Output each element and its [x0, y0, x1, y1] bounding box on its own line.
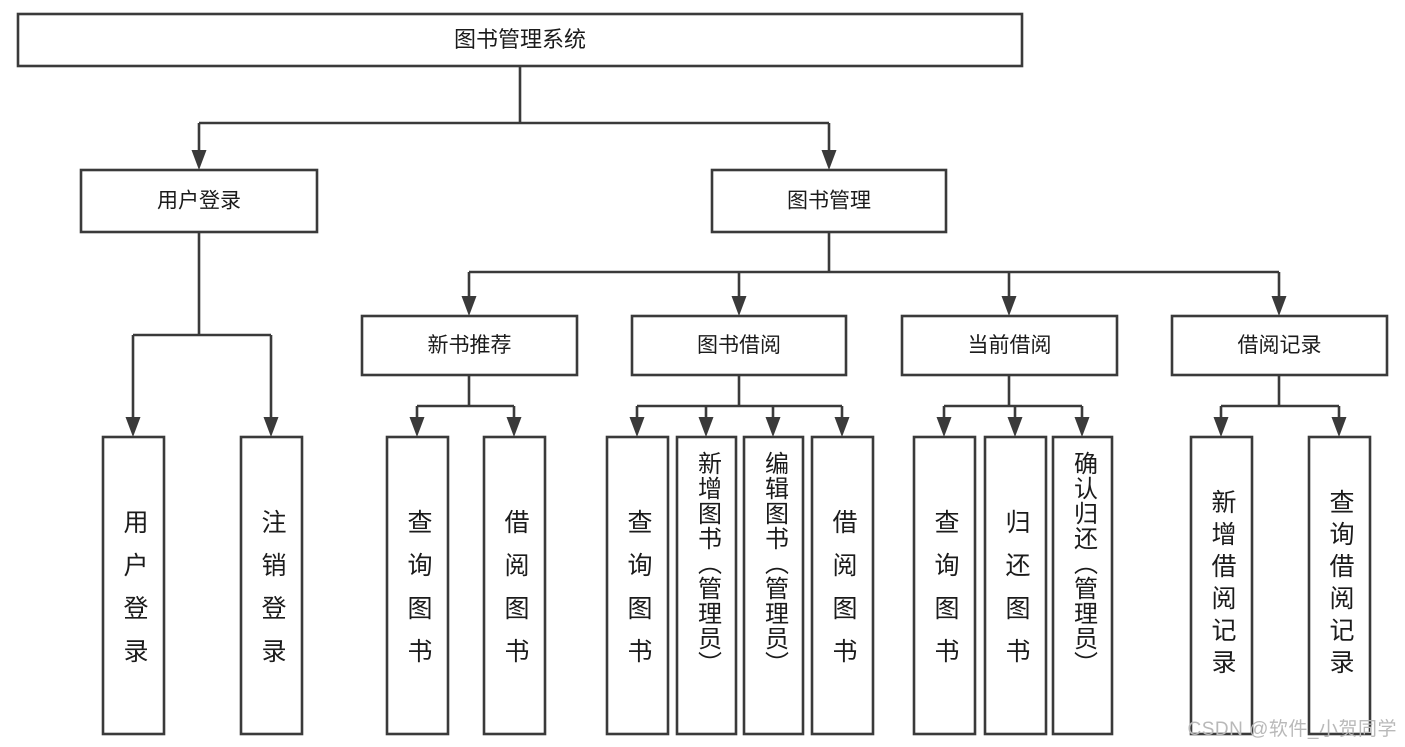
node-box[interactable] — [742, 435, 805, 736]
watermark-text: CSDN @软件_小贺同学 — [1187, 719, 1397, 740]
arrow-head-icon — [765, 417, 781, 437]
node-box[interactable] — [385, 435, 450, 736]
node-box[interactable] — [810, 435, 875, 736]
node-leaf-leaf-edit-book[interactable] — [742, 435, 805, 736]
connector-new-book-rec-to-leaves — [409, 375, 522, 437]
arrow-head-icon — [936, 417, 952, 437]
arrow-head-icon — [1271, 296, 1287, 316]
node-leaf-leaf-query-book-1[interactable] — [385, 435, 450, 736]
connector-user-login-to-leaves — [125, 232, 279, 437]
node-label: 当前借阅 — [968, 334, 1052, 357]
node-box[interactable] — [239, 435, 304, 736]
arrow-head-icon — [1331, 417, 1347, 437]
node-box[interactable] — [360, 314, 579, 377]
node-label: 新书推荐 — [428, 334, 512, 357]
connector-book-manage-to-level3 — [461, 232, 1287, 316]
node-leaf-leaf-return-book[interactable] — [983, 435, 1048, 736]
node-box[interactable] — [912, 435, 977, 736]
arrow-head-icon — [1001, 296, 1017, 316]
node-box[interactable] — [1051, 435, 1114, 736]
node-leaf-leaf-confirm-return[interactable] — [1051, 435, 1114, 736]
node-leaf-leaf-borrow-book-2[interactable] — [810, 435, 875, 736]
node-level3-borrow-record[interactable]: 借阅记录 — [1170, 314, 1389, 377]
node-box[interactable] — [1307, 435, 1372, 736]
node-leaf-leaf-query-book-2[interactable] — [605, 435, 670, 736]
node-level2-user-login[interactable]: 用户登录 — [79, 168, 319, 234]
node-box[interactable] — [710, 168, 948, 234]
node-box[interactable] — [79, 168, 319, 234]
node-level3-current-borrow[interactable]: 当前借阅 — [900, 314, 1119, 377]
arrow-head-icon — [731, 296, 747, 316]
arrow-head-icon — [506, 417, 522, 437]
arrow-head-icon — [698, 417, 714, 437]
node-leaf-leaf-add-book[interactable] — [675, 435, 738, 736]
arrow-head-icon — [125, 417, 141, 437]
connector-root-to-level2 — [191, 66, 837, 170]
node-label: 借阅记录 — [1238, 334, 1322, 357]
node-leaf-leaf-logout[interactable] — [239, 435, 304, 736]
node-label: 用户登录 — [157, 190, 241, 213]
connector-borrow-record-to-leaves — [1213, 375, 1347, 437]
node-leaf-leaf-query-record[interactable] — [1307, 435, 1372, 736]
node-leaf-leaf-query-book-3[interactable] — [912, 435, 977, 736]
node-level3-new-book-rec[interactable]: 新书推荐 — [360, 314, 579, 377]
node-label: 图书管理 — [787, 190, 871, 213]
node-box[interactable] — [482, 435, 547, 736]
node-root-root[interactable]: 图书管理系统 — [16, 12, 1024, 68]
node-box[interactable] — [605, 435, 670, 736]
node-box[interactable] — [16, 12, 1024, 68]
arrow-head-icon — [191, 150, 207, 170]
node-leaf-leaf-add-record[interactable] — [1189, 435, 1254, 736]
node-box[interactable] — [983, 435, 1048, 736]
arrow-head-icon — [1074, 417, 1090, 437]
node-label: 图书管理系统 — [454, 27, 586, 52]
node-level3-book-borrow[interactable]: 图书借阅 — [630, 314, 848, 377]
node-box[interactable] — [1170, 314, 1389, 377]
connector-book-borrow-to-leaves — [629, 375, 850, 437]
connector-layer — [125, 66, 1347, 437]
node-box[interactable] — [900, 314, 1119, 377]
arrow-head-icon — [409, 417, 425, 437]
node-box[interactable] — [675, 435, 738, 736]
node-box[interactable] — [630, 314, 848, 377]
node-leaf-leaf-user-login[interactable] — [101, 435, 166, 736]
connector-current-borrow-to-leaves — [936, 375, 1090, 437]
arrow-head-icon — [629, 417, 645, 437]
node-box[interactable] — [101, 435, 166, 736]
arrow-head-icon — [821, 150, 837, 170]
node-box[interactable] — [1189, 435, 1254, 736]
node-level2-book-manage[interactable]: 图书管理 — [710, 168, 948, 234]
arrow-head-icon — [834, 417, 850, 437]
arrow-head-icon — [1007, 417, 1023, 437]
arrow-head-icon — [1213, 417, 1229, 437]
node-label: 图书借阅 — [697, 334, 781, 357]
arrow-head-icon — [461, 296, 477, 316]
node-leaf-leaf-borrow-book-1[interactable] — [482, 435, 547, 736]
arrow-head-icon — [263, 417, 279, 437]
